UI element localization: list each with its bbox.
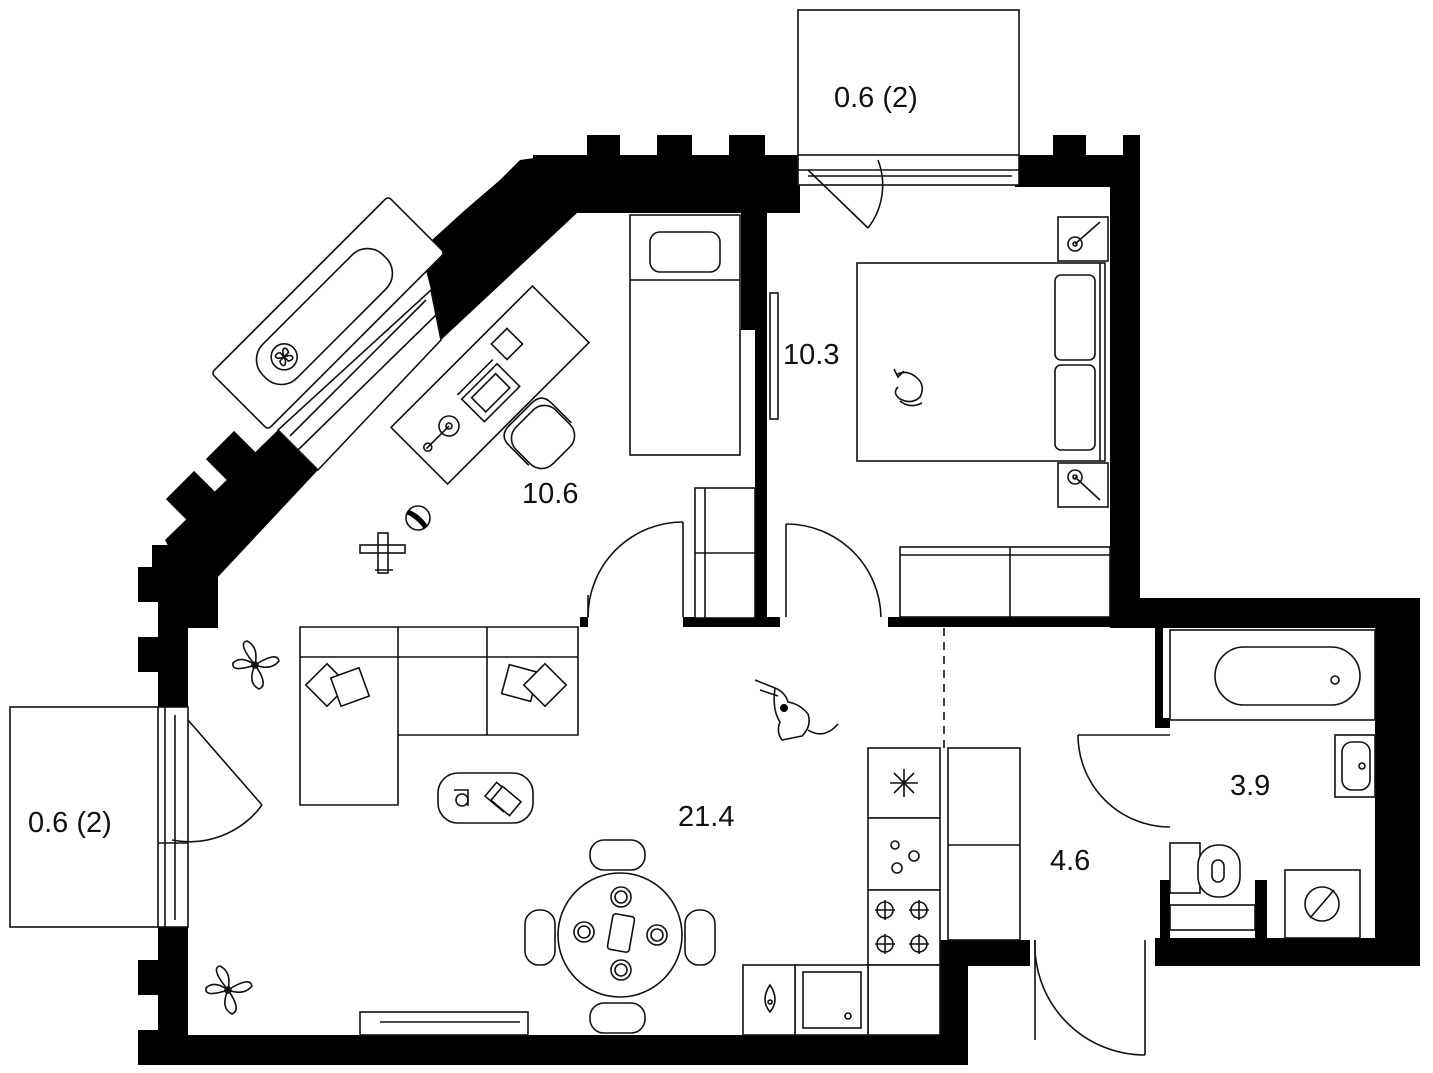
toy-plane-icon xyxy=(359,532,406,574)
hallway: 4.6 xyxy=(947,747,1146,1056)
toilet-icon xyxy=(1169,842,1241,898)
balcony-left-area: 0.6 (2) xyxy=(28,807,112,839)
stove-burner-icon xyxy=(875,900,929,954)
washbasin xyxy=(1334,734,1376,798)
bathroom-area: 3.9 xyxy=(1230,770,1270,802)
cat-icon xyxy=(893,368,924,407)
walls xyxy=(138,135,1420,1065)
wardrobe xyxy=(694,487,756,619)
living-kitchen-area: 21.4 xyxy=(678,801,734,833)
sink-icon xyxy=(802,971,862,1029)
dresser xyxy=(899,546,1111,618)
laptop-icon xyxy=(456,358,521,423)
kids-room-area: 10.6 xyxy=(522,478,578,510)
kids-room: 10.6 xyxy=(212,197,756,619)
plant-icon xyxy=(232,640,280,690)
balcony-top: 0.6 (2) xyxy=(797,9,1020,229)
fan-icon xyxy=(270,343,298,371)
bathtub-icon xyxy=(1169,629,1376,721)
nightstand-bottom xyxy=(1057,462,1109,508)
nightstand-top xyxy=(1057,216,1109,262)
bathroom: 3.9 xyxy=(1077,629,1376,939)
tv-stand xyxy=(359,1011,529,1036)
bedroom-area: 10.3 xyxy=(783,339,839,371)
kitchen-units xyxy=(742,747,941,1036)
snowflake-icon xyxy=(890,769,918,797)
hallway-area: 4.6 xyxy=(1050,845,1090,877)
tv-icon xyxy=(769,292,779,420)
ball-icon xyxy=(405,505,431,531)
balcony-top-area: 0.6 (2) xyxy=(834,82,918,114)
window-diagonal xyxy=(276,288,442,472)
lamp-icon xyxy=(422,415,460,453)
washing-machine-icon xyxy=(1284,869,1361,939)
single-bed xyxy=(629,214,741,456)
sofa xyxy=(299,626,579,806)
balcony-left: 0.6 (2) xyxy=(9,706,263,928)
dining-table xyxy=(524,839,716,1034)
bedroom: 10.3 xyxy=(769,216,1111,618)
chair-icon xyxy=(503,397,576,470)
dog-icon xyxy=(754,679,839,741)
living-kitchen: 21.4 xyxy=(205,626,945,1036)
coffee-table xyxy=(437,772,534,824)
double-bed xyxy=(856,262,1106,462)
pillow-icon xyxy=(304,662,568,708)
plant-icon xyxy=(205,965,253,1015)
